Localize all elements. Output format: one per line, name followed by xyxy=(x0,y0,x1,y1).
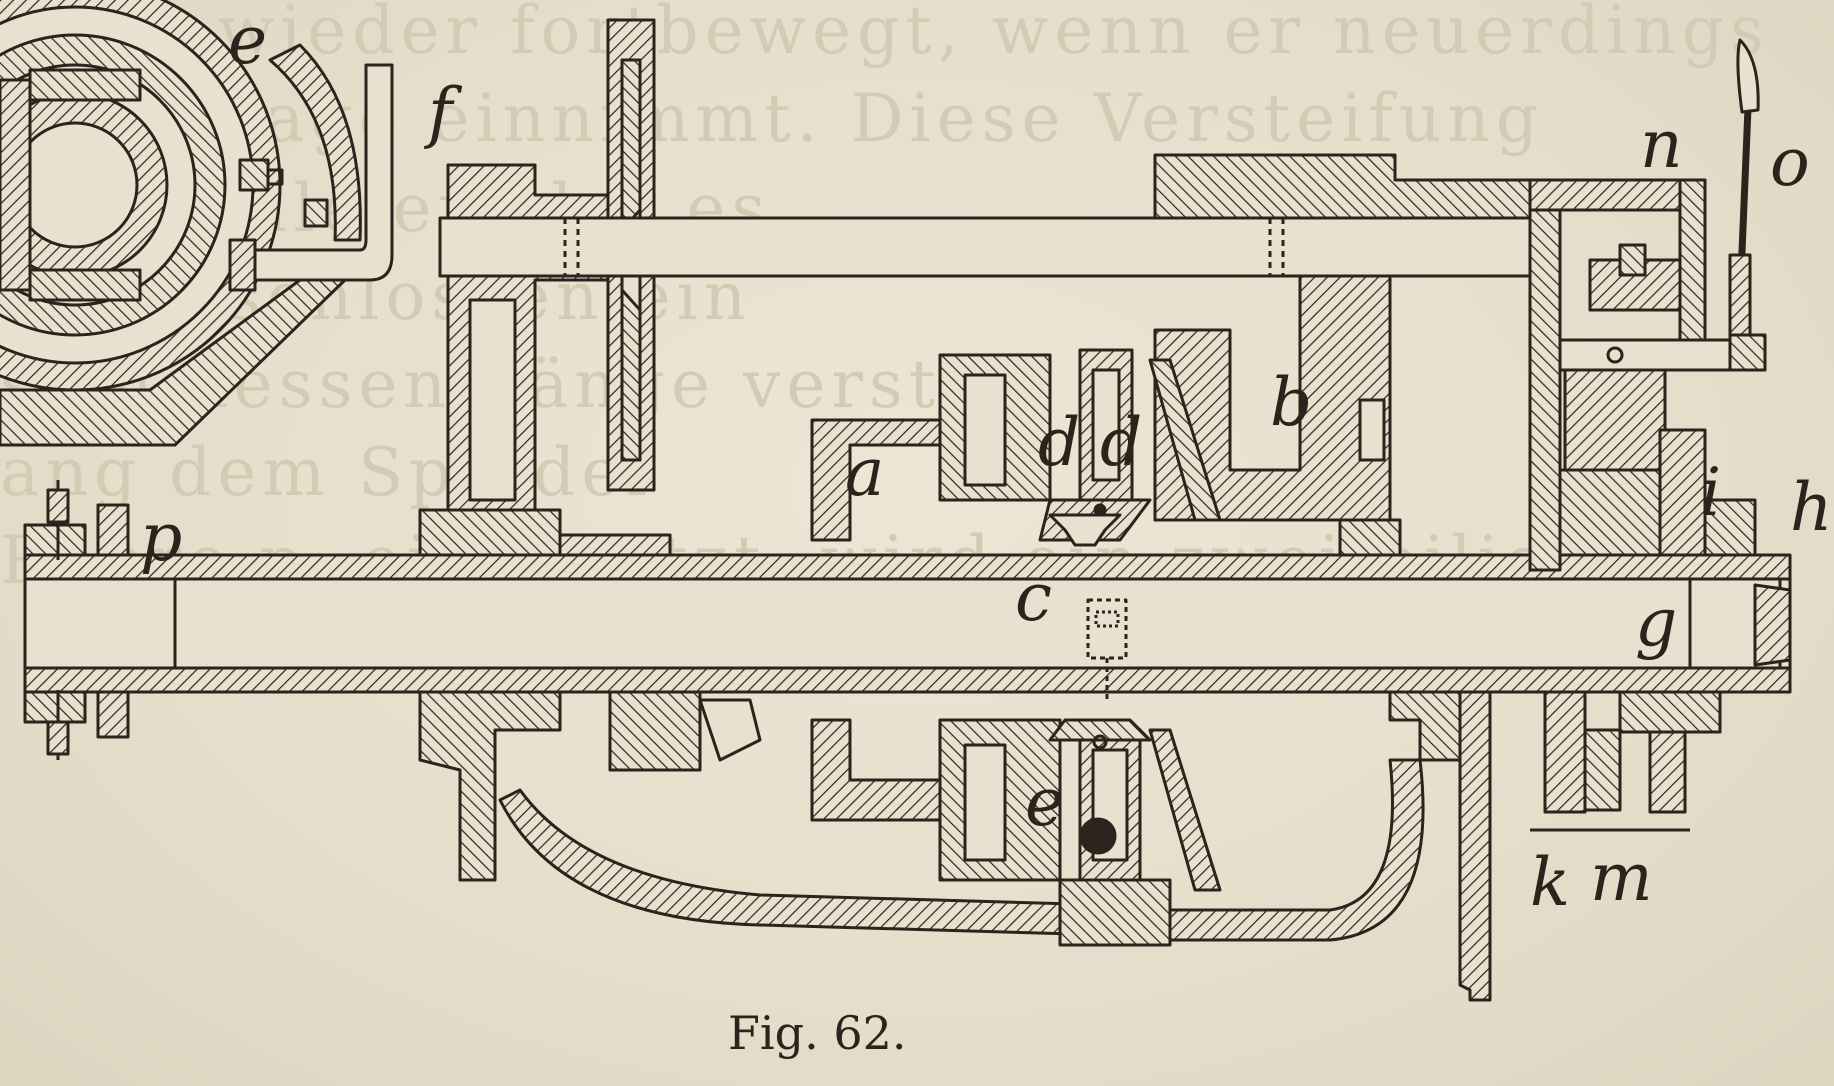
countershaft xyxy=(438,216,1532,278)
clutch-assembly-upper xyxy=(810,348,1222,547)
main-spindle xyxy=(23,553,1792,700)
label-n: n xyxy=(1640,106,1683,183)
clutch-assembly-lower xyxy=(810,718,1222,892)
right-bearing-block xyxy=(1153,153,1532,557)
label-a: a xyxy=(845,434,885,511)
label-f: f xyxy=(428,74,453,151)
label-b: b xyxy=(1270,364,1313,441)
figure-caption: Fig. 62. xyxy=(728,1006,907,1060)
label-e-bottom: e xyxy=(1025,764,1065,841)
label-p: p xyxy=(140,499,183,576)
label-h: h xyxy=(1790,469,1833,546)
label-d-2: d xyxy=(1100,404,1143,481)
label-g: g xyxy=(1635,584,1678,661)
lower-casing xyxy=(418,690,1492,1002)
label-i: i xyxy=(1700,454,1722,531)
label-m: m xyxy=(1590,839,1653,916)
label-e-top: e xyxy=(228,2,268,79)
label-c: c xyxy=(1015,559,1052,636)
right-gearbox xyxy=(1528,38,1792,832)
circular-gear-housing xyxy=(0,0,394,447)
label-d-1: d xyxy=(1038,404,1081,481)
ghost-text-line: ang dem Spindel xyxy=(0,434,654,511)
spindle-left-end xyxy=(23,480,130,760)
label-o: o xyxy=(1770,124,1810,201)
label-k: k xyxy=(1530,844,1570,921)
